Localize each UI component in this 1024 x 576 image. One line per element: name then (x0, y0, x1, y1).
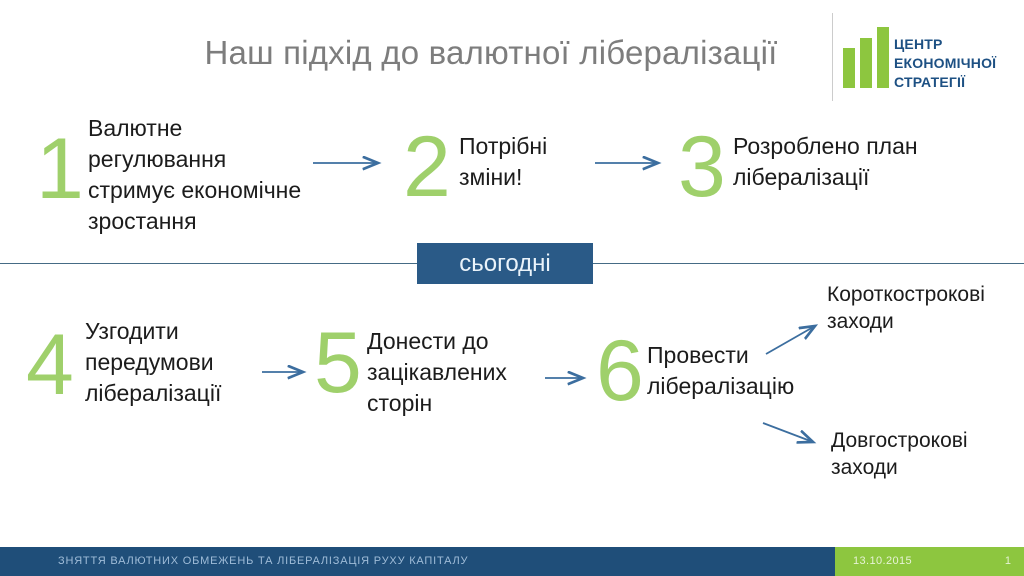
footer-date: 13.10.2015 (853, 555, 913, 567)
step-number-2: 2 (403, 119, 451, 215)
step-text-4: Узгодити передумови лібералізації (85, 318, 222, 406)
bar-chart-logo-icon (843, 27, 889, 88)
step-text-6: Провести лібералізацію (647, 342, 795, 399)
today-badge: сьогодні (417, 243, 593, 284)
outcome-short-term: Короткострокові заходи (827, 283, 985, 333)
step-text-3: Розроблено план лібералізації (733, 133, 918, 190)
header-divider (832, 13, 833, 101)
step-text-2: Потрібні зміни! (459, 133, 548, 190)
footer-page-number: 1 (1004, 555, 1011, 567)
step-text-1: Валютне регулювання стримує економічне з… (88, 115, 302, 234)
slide-title: Наш підхід до валютної лібералізації (204, 34, 778, 71)
step-number-6: 6 (596, 323, 644, 419)
footer-bar: ЗНЯТТЯ ВАЛЮТНИХ ОБМЕЖЕНЬ ТА ЛІБЕРАЛІЗАЦІ… (0, 547, 1024, 576)
logo-text: ЦЕНТР ЕКОНОМІЧНОЇ СТРАТЕГІЇ (894, 36, 997, 91)
branch-arrow-down-icon (762, 422, 813, 442)
footer-accent-block: 13.10.2015 1 (835, 547, 1024, 576)
footer-title: ЗНЯТТЯ ВАЛЮТНИХ ОБМЕЖЕНЬ ТА ЛІБЕРАЛІЗАЦІ… (58, 555, 469, 567)
step-number-4: 4 (26, 317, 74, 413)
outcome-long-term: Довгострокові заходи (831, 429, 968, 479)
step-number-5: 5 (314, 315, 362, 411)
step-number-1: 1 (36, 121, 84, 217)
step-number-3: 3 (678, 119, 726, 215)
step-text-5: Донести до зацікавлених сторін (367, 328, 507, 416)
